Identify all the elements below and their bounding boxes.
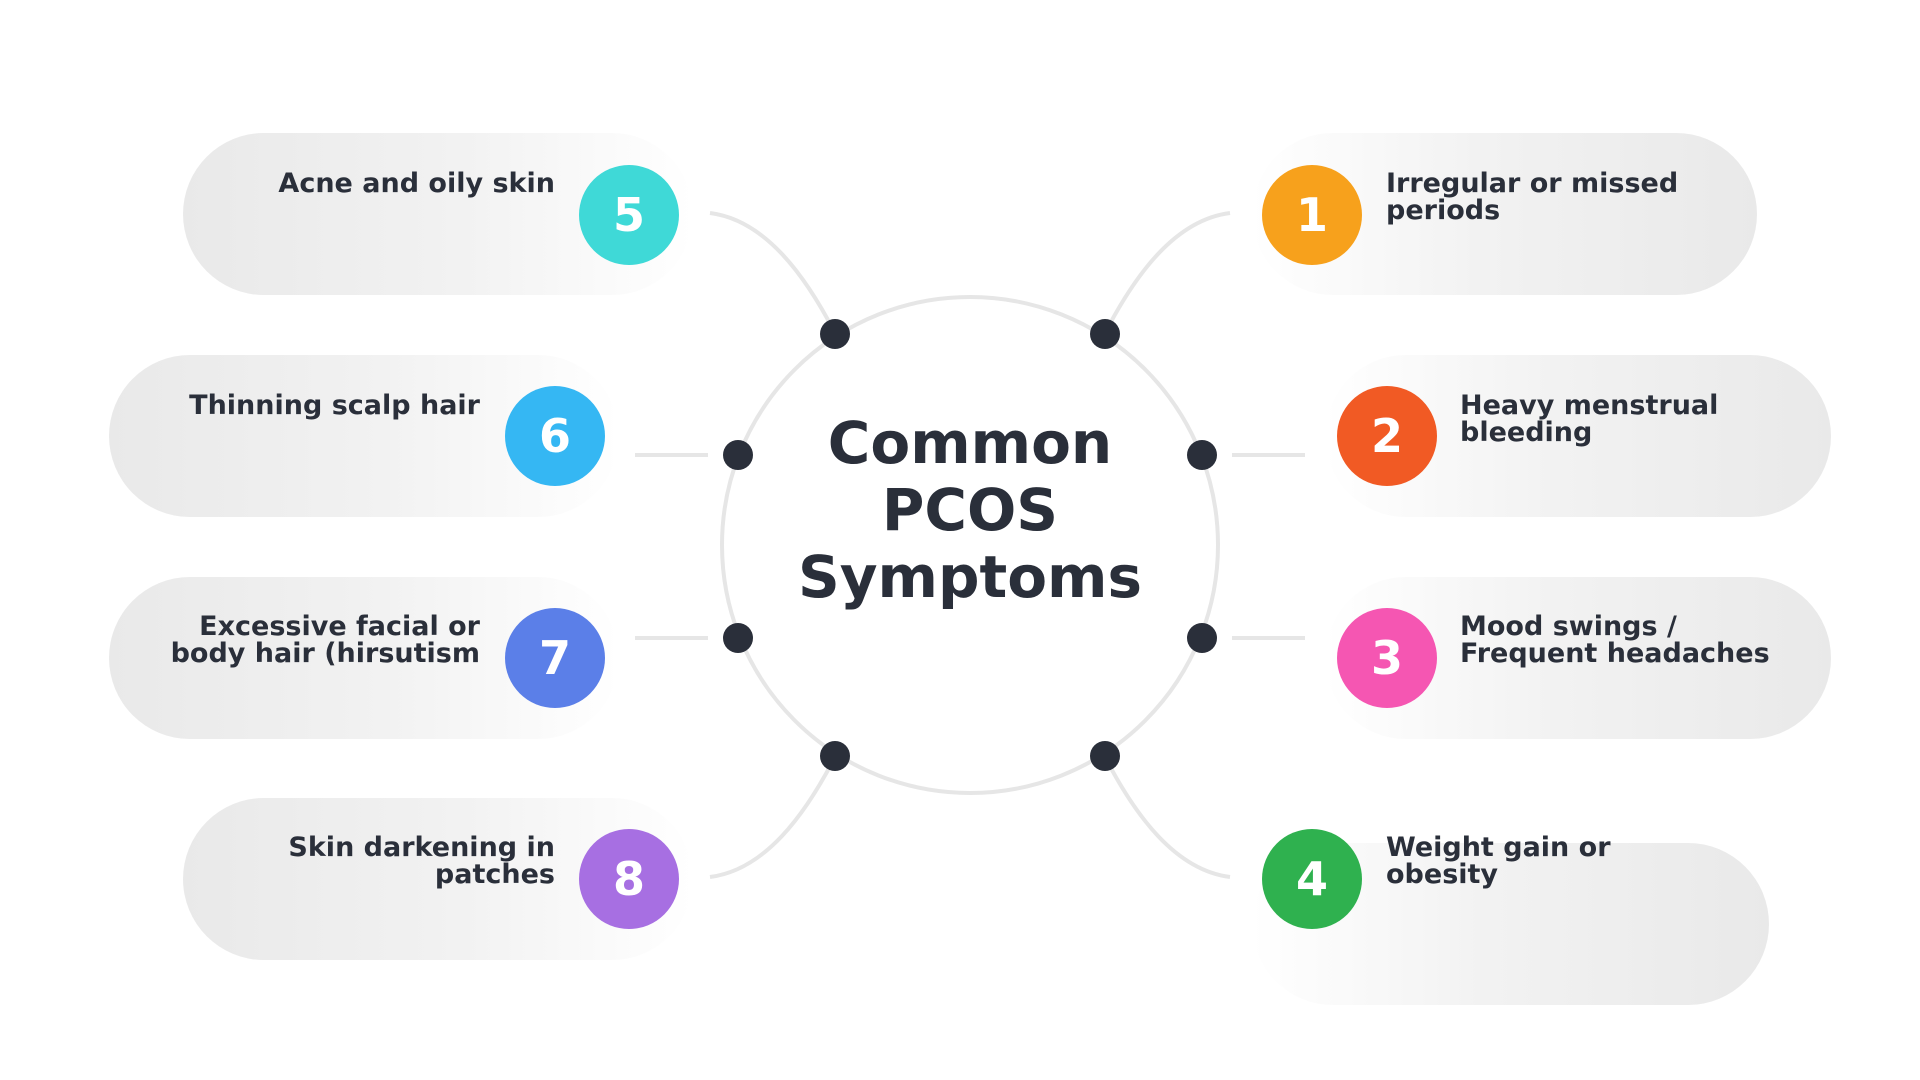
connector-5 xyxy=(709,211,837,334)
badge-8: 8 xyxy=(579,829,679,929)
ring-node-3 xyxy=(1187,623,1217,653)
ring-node-6 xyxy=(723,440,753,470)
symptom-label-6: Thinning scalp hair xyxy=(189,390,480,421)
badge-number-3: 3 xyxy=(1370,631,1403,685)
symptom-label-5: Acne and oily skin xyxy=(278,168,555,199)
ring-node-1 xyxy=(1090,319,1120,349)
badge-number-6: 6 xyxy=(538,409,571,463)
ring-node-8 xyxy=(820,741,850,771)
badge-7: 7 xyxy=(505,608,605,708)
symptom-label-8: Skin darkening in patches xyxy=(288,832,555,890)
symptom-label-7: Excessive facial or body hair (hirsutism xyxy=(170,611,480,669)
symptom-label-4: Weight gain or obesity xyxy=(1386,832,1611,890)
badge-number-5: 5 xyxy=(612,188,645,242)
ring-node-7 xyxy=(723,623,753,653)
connector-1 xyxy=(1103,211,1231,334)
badge-2: 2 xyxy=(1337,386,1437,486)
badge-5: 5 xyxy=(579,165,679,265)
badge-1: 1 xyxy=(1262,165,1362,265)
badge-number-4: 4 xyxy=(1295,852,1328,906)
center-title-line-2: PCOS xyxy=(881,476,1059,544)
badge-6: 6 xyxy=(505,386,605,486)
ring-node-2 xyxy=(1187,440,1217,470)
badge-number-2: 2 xyxy=(1370,409,1403,463)
connector-8 xyxy=(709,756,837,879)
symptom-label-2: Heavy menstrual bleeding xyxy=(1460,390,1719,448)
center-ring xyxy=(720,295,1220,795)
badge-number-1: 1 xyxy=(1295,188,1328,242)
badge-number-7: 7 xyxy=(538,631,571,685)
badge-number-8: 8 xyxy=(612,852,645,906)
ring-node-4 xyxy=(1090,741,1120,771)
center-title: Common PCOS Symptoms xyxy=(770,410,1170,611)
badge-3: 3 xyxy=(1337,608,1437,708)
badge-4: 4 xyxy=(1262,829,1362,929)
ring-node-5 xyxy=(820,319,850,349)
symptom-label-3: Mood swings / Frequent headaches xyxy=(1460,611,1770,669)
symptom-label-1: Irregular or missed periods xyxy=(1386,168,1679,226)
center-title-line-3: Symptoms xyxy=(797,543,1143,611)
connector-4 xyxy=(1103,756,1231,879)
center-title-line-1: Common xyxy=(827,409,1113,477)
